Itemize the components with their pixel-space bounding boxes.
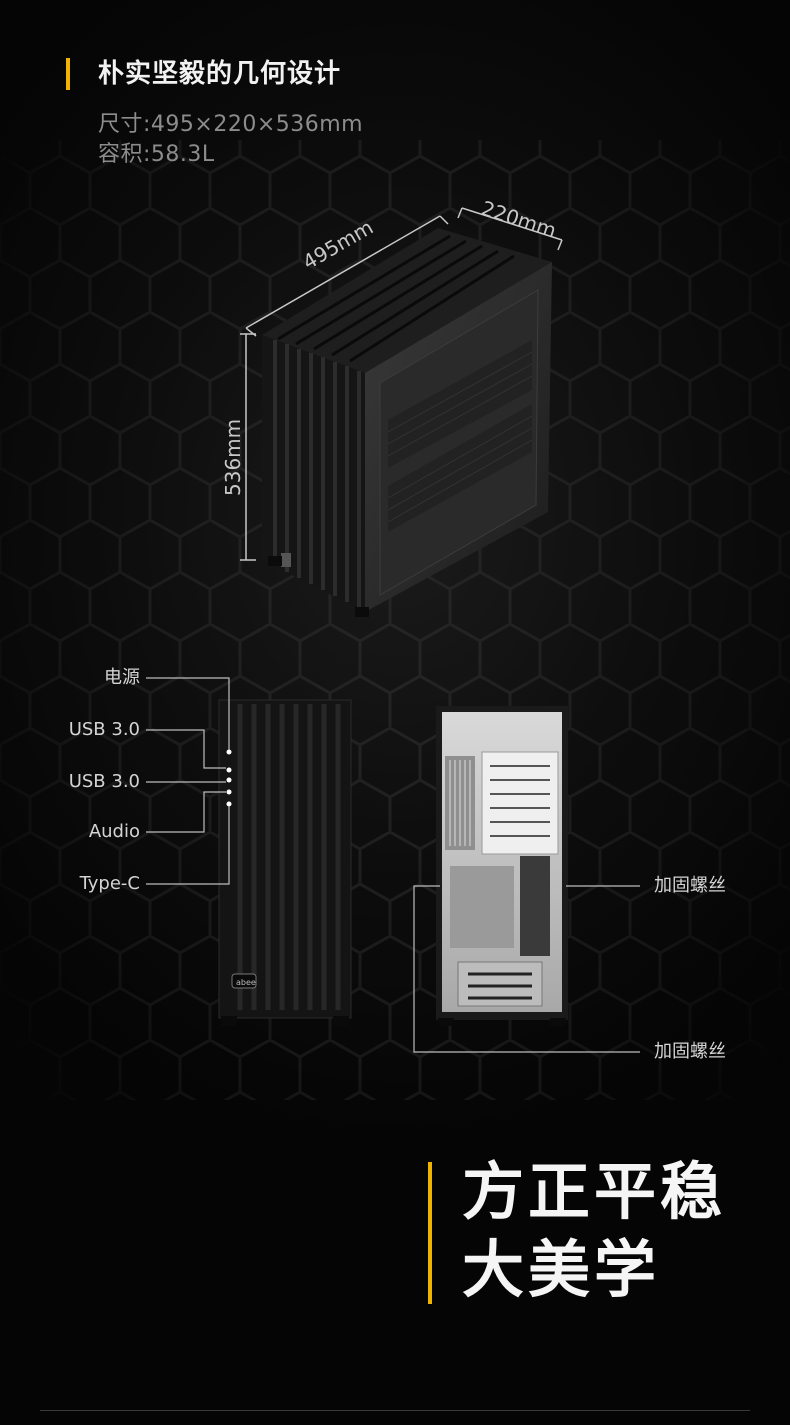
width-dimension-label: 220mm <box>478 196 559 243</box>
isometric-case <box>262 228 552 617</box>
brand-badge: abee <box>236 978 256 987</box>
dimension-lines <box>240 207 563 561</box>
front-callout-lines <box>146 677 230 885</box>
front-view-case: abee <box>218 699 352 1026</box>
depth-dimension-label: 495mm <box>299 215 378 274</box>
port-label-audio: Audio <box>88 821 140 842</box>
bottom-divider <box>40 1410 750 1411</box>
size-spec: 尺寸:495×220×536mm <box>98 112 364 137</box>
port-label-power: 电源 <box>104 667 140 688</box>
screw-callout-upper: 加固螺丝 <box>654 875 726 896</box>
volume-spec: 容积:58.3L <box>98 142 215 167</box>
screw-callout-lower: 加固螺丝 <box>654 1041 726 1062</box>
title-accent-bar <box>66 58 70 90</box>
back-view-case <box>436 706 568 1026</box>
height-dimension-label: 536mm <box>221 419 245 496</box>
slogan-accent-bar <box>428 1162 432 1304</box>
slogan-line-2: 大美学 <box>462 1233 661 1306</box>
back-callout-lines <box>413 885 640 1053</box>
port-label-usb-b: USB 3.0 <box>68 771 140 792</box>
port-label-usb-a: USB 3.0 <box>68 719 140 740</box>
page-title: 朴实坚毅的几何设计 <box>98 59 342 89</box>
slogan-line-1: 方正平稳 <box>462 1155 727 1228</box>
port-label-type-c: Type-C <box>79 873 140 894</box>
